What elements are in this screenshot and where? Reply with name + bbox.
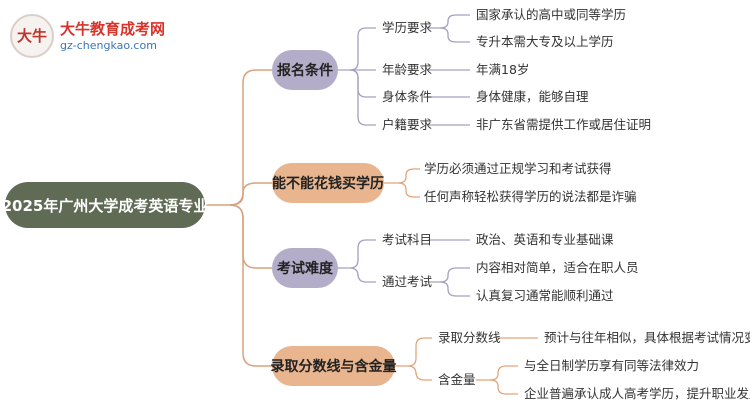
leaf-residence-proof: 非广东省需提供工作或居住证明 [476, 117, 652, 132]
sub-pass-exam: 通过考试 [382, 274, 433, 289]
leaf-review-pass: 认真复习通常能顺利通过 [476, 288, 614, 303]
sub-education-requirement: 学历要求 [382, 20, 433, 35]
sub-physical-condition: 身体条件 [382, 89, 433, 104]
leaf-age-18: 年满18岁 [476, 62, 530, 77]
sub-cutoff-score: 录取分数线 [438, 330, 501, 345]
leaf-scam-warning: 任何声称轻松获得学历的说法都是诈骗 [424, 189, 637, 204]
leaf-career-development: 企业普遍承认成人高考学历，提升职业发展机会 [524, 386, 750, 401]
logo: 大牛 大牛教育成考网 gz-chengkao.com [10, 12, 175, 60]
branch-registration-conditions: 报名条件 [272, 50, 338, 90]
branch-buy-degree: 能不能花钱买学历 [272, 163, 384, 203]
sub-exam-subjects: 考试科目 [382, 232, 433, 247]
sub-household-requirement: 户籍要求 [382, 117, 433, 132]
branch-cutoff-value: 录取分数线与含金量 [271, 346, 397, 386]
sub-age-requirement: 年龄要求 [382, 62, 433, 77]
leaf-legal-effect: 与全日制学历享有同等法律效力 [524, 358, 700, 373]
root-node: 2025年广州大学成考英语专业 [2, 182, 208, 228]
leaf-college-upgrade: 专升本需大专及以上学历 [476, 34, 614, 49]
leaf-healthy: 身体健康，能够自理 [476, 89, 589, 104]
sub-value: 含金量 [438, 372, 476, 387]
leaf-simple-content: 内容相对简单，适合在职人员 [476, 260, 639, 275]
branch-exam-difficulty: 考试难度 [272, 248, 338, 288]
logo-badge-icon: 大牛 [10, 14, 54, 58]
leaf-high-school: 国家承认的高中或同等学历 [476, 7, 627, 22]
leaf-subjects: 政治、英语和专业基础课 [476, 232, 614, 247]
logo-url: gz-chengkao.com [60, 39, 157, 52]
leaf-cutoff-similar: 预计与往年相似，具体根据考试情况变化 [544, 330, 750, 345]
logo-name: 大牛教育成考网 [60, 20, 166, 38]
leaf-formal-study: 学历必须通过正规学习和考试获得 [424, 161, 612, 176]
